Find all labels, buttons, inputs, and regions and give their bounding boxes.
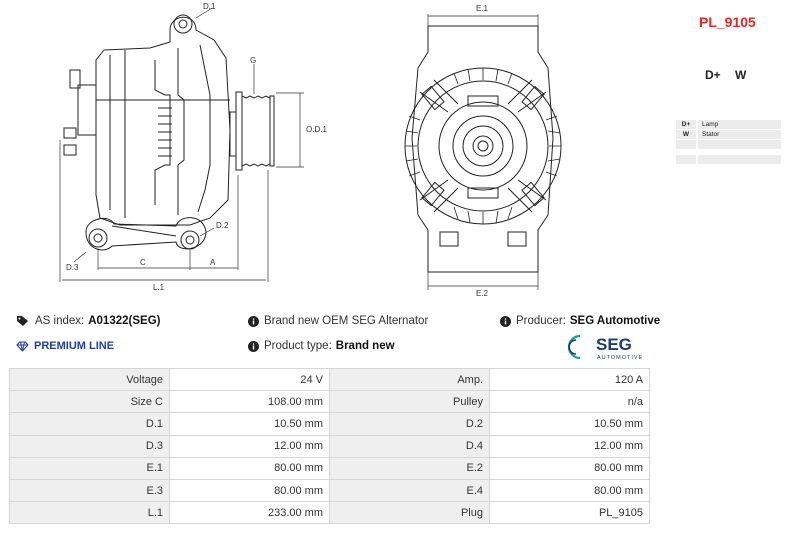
table-row: D.3 12.00 mm D.4 12.00 mm	[9, 434, 650, 458]
legend-row: D+ Lamp	[676, 120, 781, 129]
specifications-table: Voltage 24 V Amp. 120 A Size C 108.00 mm…	[9, 367, 650, 525]
seg-automotive-logo: SEG AUTOMOTIVE	[567, 334, 643, 361]
dim-l1-label: L.1	[153, 283, 165, 292]
dim-od1-label: O.D.1	[306, 125, 327, 134]
legend-key: D+	[676, 120, 696, 129]
product-type-line: Product type: Brand new	[248, 340, 395, 352]
spec-value: 120 A	[489, 367, 650, 392]
legend-key	[676, 140, 696, 149]
dim-e1-label: E.1	[476, 4, 489, 13]
table-row: Voltage 24 V Amp. 120 A	[9, 367, 650, 392]
legend-value: Stator	[698, 130, 781, 139]
spec-value: 233.00 mm	[169, 501, 330, 525]
seg-logo-subtext: AUTOMOTIVE	[597, 355, 643, 361]
spec-value: 12.00 mm	[489, 434, 650, 458]
side-view-dimensions	[59, 7, 304, 282]
legend-key: W	[676, 130, 696, 139]
description-text: Brand new OEM SEG Alternator	[264, 315, 429, 327]
spec-value: PL_9105	[489, 501, 650, 525]
seg-logo-text: SEG	[596, 335, 632, 354]
spec-label: E.2	[329, 456, 490, 480]
legend-value	[698, 155, 781, 164]
alternator-front-view	[404, 25, 562, 273]
spec-label: E.3	[9, 478, 170, 503]
legend-value: Lamp	[698, 120, 781, 129]
spec-value: n/a	[489, 390, 650, 414]
dim-c-label: C	[140, 258, 146, 267]
alternator-side-view	[63, 14, 275, 251]
spec-label: D.3	[9, 434, 170, 458]
producer-line: Producer: SEG Automotive	[500, 315, 660, 327]
spec-label: Voltage	[9, 367, 170, 392]
spec-value: 10.50 mm	[169, 412, 330, 436]
plug-pins: D+ W	[705, 68, 757, 82]
dim-a-label: A	[210, 258, 216, 267]
legend-row: W Stator	[676, 130, 781, 139]
spec-value: 108.00 mm	[169, 390, 330, 414]
table-row: E.3 80.00 mm E.4 80.00 mm	[9, 478, 650, 503]
table-row: L.1 233.00 mm Plug PL_9105	[9, 501, 650, 525]
spec-label: Pulley	[329, 390, 490, 414]
spec-label: E.4	[329, 478, 490, 503]
dim-d1-label: D.1	[203, 2, 216, 11]
spec-value: 80.00 mm	[489, 456, 650, 480]
spec-value: 10.50 mm	[489, 412, 650, 436]
product-type-label: Product type:	[264, 340, 332, 352]
spec-label: E.1	[9, 456, 170, 480]
spec-label: D.2	[329, 412, 490, 436]
alternator-technical-drawing: D.1 G O.D.1 D.2 D.3 C A L.1 E.1 E.2	[59, 2, 562, 298]
legend-key	[676, 155, 696, 164]
as-index-label: AS index:	[35, 315, 85, 327]
as-index-line: AS index: A01322(SEG)	[16, 315, 160, 327]
spec-label: Amp.	[329, 367, 490, 392]
spec-label: D.4	[329, 434, 490, 458]
spec-value: 80.00 mm	[489, 478, 650, 503]
description-line: Brand new OEM SEG Alternator	[248, 315, 428, 327]
spec-value: 80.00 mm	[169, 456, 330, 480]
diamond-icon	[16, 341, 29, 352]
product-type-value: Brand new	[335, 340, 395, 352]
legend-row	[676, 140, 781, 149]
plug-pin-d-plus: D+	[705, 68, 721, 82]
dim-d2-label: D.2	[216, 221, 229, 230]
front-view-dimensions	[427, 14, 539, 290]
info-circle-icon	[500, 315, 511, 327]
spec-label: D.1	[9, 412, 170, 436]
plug-code-title: PL_9105	[699, 14, 756, 30]
producer-value: SEG Automotive	[569, 315, 661, 327]
plug-pin-w: W	[735, 68, 747, 82]
info-circle-icon	[248, 340, 259, 352]
spec-value: 12.00 mm	[169, 434, 330, 458]
premium-line-badge: PREMIUM LINE	[16, 340, 114, 352]
producer-label: Producer:	[516, 315, 566, 327]
spec-value: 24 V	[169, 367, 330, 392]
legend-row	[676, 155, 781, 164]
spec-label: Size C	[9, 390, 170, 414]
dim-g-label: G	[250, 56, 256, 65]
spec-label: Plug	[329, 501, 490, 525]
dim-d3-label: D.3	[66, 263, 79, 272]
info-circle-icon	[248, 315, 259, 327]
as-index-value: A01322(SEG)	[88, 315, 161, 327]
table-row: Size C 108.00 mm Pulley n/a	[9, 390, 650, 414]
table-row: E.1 80.00 mm E.2 80.00 mm	[9, 456, 650, 480]
spec-label: L.1	[9, 501, 170, 525]
dim-e2-label: E.2	[476, 289, 489, 298]
legend-value	[698, 140, 781, 149]
tags-icon	[16, 315, 30, 327]
plug-legend: D+ Lamp W Stator	[676, 120, 781, 165]
premium-line-text: PREMIUM LINE	[34, 340, 115, 352]
spec-value: 80.00 mm	[169, 478, 330, 503]
table-row: D.1 10.50 mm D.2 10.50 mm	[9, 412, 650, 436]
